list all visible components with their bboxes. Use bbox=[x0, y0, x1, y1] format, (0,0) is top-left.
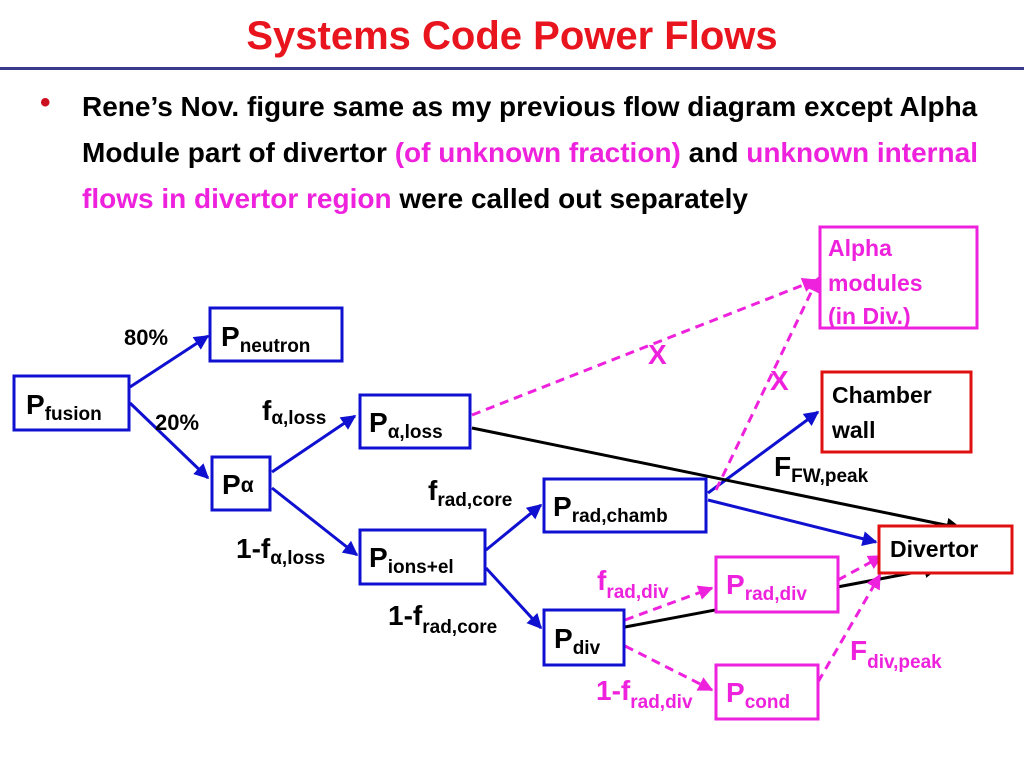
node-p-alpha: Pα bbox=[210, 455, 272, 512]
x-mark-1: X bbox=[648, 339, 667, 370]
node-p-alpha-loss-main: P bbox=[369, 407, 388, 438]
node-alpha-modules-line3: (in Div.) bbox=[828, 303, 911, 329]
node-p-div: Pdiv bbox=[542, 608, 626, 667]
bullet-part-2: (of unknown fraction) bbox=[394, 137, 681, 168]
edge-radchamb-divertor bbox=[707, 498, 878, 547]
label-f-rad-core-main: f bbox=[428, 475, 438, 506]
edge-fusion-neutron bbox=[129, 334, 210, 389]
svg-text:Pions+el: Pions+el bbox=[369, 542, 454, 578]
svg-text:Prad,div: Prad,div bbox=[726, 569, 807, 605]
label-f-alpha-loss-sub: α,loss bbox=[271, 408, 326, 429]
bullet-icon: • bbox=[40, 86, 51, 119]
svg-text:Prad,chamb: Prad,chamb bbox=[553, 491, 668, 527]
label-f-rad-div-sub: rad,div bbox=[606, 582, 669, 603]
node-p-rad-div: Prad,div bbox=[714, 555, 840, 614]
node-alpha-modules: Alpha modules (in Div.) bbox=[818, 225, 979, 330]
label-1-f-alpha-loss-sub: α,loss bbox=[270, 548, 325, 569]
node-chamber-wall-line1: Chamber bbox=[832, 382, 932, 408]
edge-alphaloss-alphamodules bbox=[471, 277, 818, 417]
title-divider bbox=[0, 67, 1024, 70]
label-f-alpha-loss: fα,loss bbox=[262, 395, 326, 429]
node-alpha-modules-line2: modules bbox=[828, 270, 923, 296]
node-chamber-wall-line2: wall bbox=[831, 417, 875, 443]
label-f-div-peak: Fdiv,peak bbox=[850, 635, 942, 673]
node-p-alpha-loss: Pα,loss bbox=[358, 393, 472, 450]
label-f-div-peak-sub: div,peak bbox=[867, 652, 942, 673]
svg-text:Pdiv: Pdiv bbox=[554, 623, 601, 659]
node-p-ions-el-main: P bbox=[369, 542, 388, 573]
edge-raddiv-divertor bbox=[837, 554, 884, 582]
label-f-fw-peak-main: F bbox=[774, 451, 791, 482]
bullet-part-5: were called out separately bbox=[391, 183, 748, 214]
node-p-rad-chamb: Prad,chamb bbox=[542, 477, 708, 534]
label-f-rad-div: frad,div bbox=[597, 565, 669, 603]
edge-ionsel-radchamb bbox=[485, 503, 543, 552]
node-p-div-main: P bbox=[554, 623, 573, 654]
label-1-f-alpha-loss: 1-fα,loss bbox=[236, 533, 325, 569]
node-p-neutron: Pneutron bbox=[208, 306, 344, 363]
node-p-div-sub: div bbox=[573, 638, 601, 659]
label-f-rad-core: frad,core bbox=[428, 475, 512, 511]
label-1-f-rad-core-sub: rad,core bbox=[422, 617, 497, 638]
edge-alphaloss-divertor bbox=[471, 426, 962, 533]
page-title: Systems Code Power Flows bbox=[246, 14, 778, 58]
node-p-ions-el-sub: ions+el bbox=[388, 557, 454, 578]
edge-ionsel-div bbox=[484, 566, 543, 630]
svg-text:Pα: Pα bbox=[222, 469, 254, 500]
node-p-alpha-main: P bbox=[222, 469, 241, 500]
node-p-rad-div-sub: rad,div bbox=[745, 584, 808, 605]
node-p-rad-div-main: P bbox=[726, 569, 745, 600]
label-1-f-alpha-loss-main: 1-f bbox=[236, 533, 271, 564]
label-1-f-rad-div-main: 1-f bbox=[596, 675, 631, 706]
edge-alpha-alphaloss bbox=[271, 414, 357, 474]
node-p-rad-chamb-main: P bbox=[553, 491, 572, 522]
node-p-alpha-sub: α bbox=[241, 474, 254, 497]
node-p-fusion-sub: fusion bbox=[45, 404, 102, 425]
node-p-ions-el: Pions+el bbox=[358, 528, 487, 586]
edge-fusion-alpha bbox=[128, 401, 210, 480]
x-mark-2: X bbox=[770, 365, 789, 396]
edge-cond-divertor bbox=[816, 573, 882, 683]
svg-text:Pcond: Pcond bbox=[726, 677, 790, 713]
label-1-f-rad-core-main: 1-f bbox=[388, 600, 423, 631]
node-p-fusion: Pfusion bbox=[12, 374, 131, 432]
node-p-rad-chamb-sub: rad,chamb bbox=[572, 506, 668, 527]
edge-radchamb-alphamodules bbox=[714, 276, 820, 491]
svg-text:Pneutron: Pneutron bbox=[221, 321, 310, 357]
label-f-alpha-loss-main: f bbox=[262, 395, 272, 426]
label-f-rad-div-main: f bbox=[597, 565, 607, 596]
label-f-rad-core-sub: rad,core bbox=[437, 490, 512, 511]
label-f-fw-peak-sub: FW,peak bbox=[791, 466, 869, 487]
bullet-part-3: and bbox=[680, 137, 747, 168]
node-divertor: Divertor bbox=[877, 524, 1014, 575]
label-20-percent: 20% bbox=[155, 410, 199, 435]
label-f-div-peak-main: F bbox=[850, 635, 867, 666]
svg-text:Pfusion: Pfusion bbox=[26, 389, 102, 425]
bullet-part-4: unknown internal flows in divertor regio… bbox=[82, 137, 978, 214]
node-p-alpha-loss-sub: α,loss bbox=[388, 422, 443, 443]
bullet-part-1: Rene’s Nov. figure same as my previous f… bbox=[82, 91, 978, 168]
bullet-text: Rene’s Nov. figure same as my previous f… bbox=[82, 84, 982, 222]
edge-div-raddiv bbox=[624, 585, 714, 622]
label-1-f-rad-core: 1-frad,core bbox=[388, 600, 497, 638]
node-p-cond-main: P bbox=[726, 677, 745, 708]
node-chamber-wall: Chamber wall bbox=[820, 370, 973, 454]
label-80-percent: 80% bbox=[124, 325, 168, 350]
svg-text:Pα,loss: Pα,loss bbox=[369, 407, 443, 443]
node-alpha-modules-line1: Alpha bbox=[828, 235, 892, 261]
node-p-cond-sub: cond bbox=[745, 692, 790, 713]
label-f-fw-peak: FFW,peak bbox=[774, 451, 869, 487]
label-1-f-rad-div-sub: rad,div bbox=[630, 692, 693, 713]
node-p-neutron-main: P bbox=[221, 321, 240, 352]
node-p-fusion-main: P bbox=[26, 389, 45, 420]
node-divertor-label: Divertor bbox=[890, 536, 978, 562]
node-p-neutron-sub: neutron bbox=[240, 336, 311, 357]
node-p-cond: Pcond bbox=[714, 663, 820, 721]
label-1-f-rad-div: 1-frad,div bbox=[596, 675, 693, 713]
edge-alpha-ionsel bbox=[271, 486, 359, 557]
edge-div-cond bbox=[624, 644, 714, 692]
